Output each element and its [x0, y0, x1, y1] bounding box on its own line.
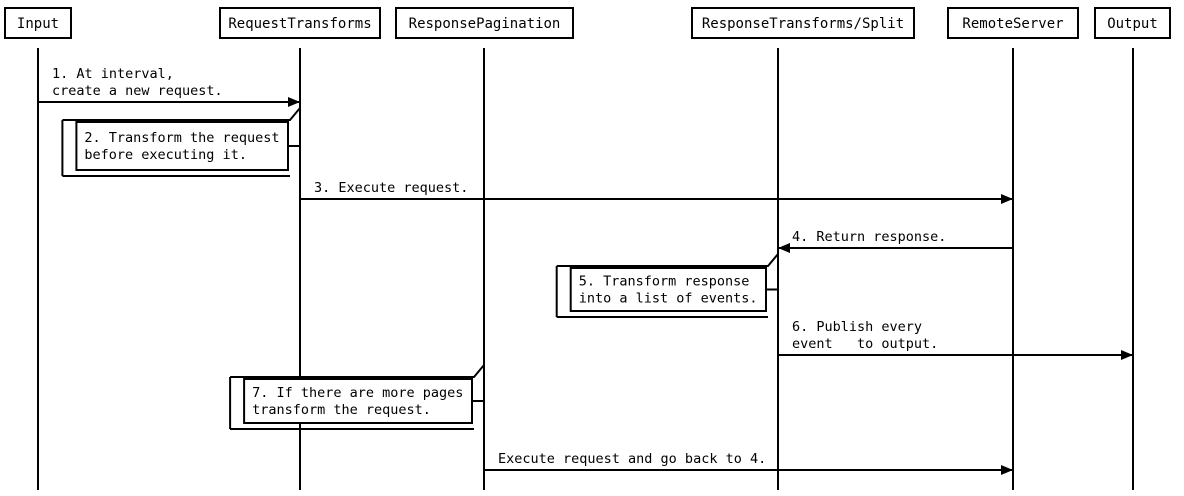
self-message-box-frame — [569, 267, 768, 312]
self-message-top-line — [62, 107, 301, 121]
message-text-line: 4. Return response. — [792, 229, 946, 245]
message-label: 1. At interval,create a new request. — [52, 66, 223, 99]
message-4[interactable]: 4. Return response. — [778, 229, 1013, 253]
self-message-top-line — [230, 364, 485, 378]
message-text-line: 3. Execute request. — [314, 180, 468, 196]
participant-request_transforms[interactable]: RequestTransforms — [219, 7, 381, 39]
participant-box-frame — [1094, 7, 1171, 39]
message-label: 3. Execute request. — [314, 180, 468, 196]
message-text-line: transform the request. — [252, 402, 431, 418]
message-label: Execute request and go back to 4. — [498, 451, 766, 467]
message-text-line: 6. Publish every — [792, 319, 922, 335]
message-text-line: 1. At interval, — [52, 66, 174, 82]
participant-box-frame — [395, 7, 574, 39]
participant-label: RemoteServer — [962, 16, 1063, 32]
self-message-box — [75, 121, 290, 171]
self-message-top-line — [556, 253, 779, 267]
participant-output[interactable]: Output — [1094, 7, 1171, 39]
participants-layer: Input RequestTransforms ResponsePagination… — [4, 7, 1171, 39]
message-text-line: event to output. — [792, 336, 938, 352]
participant-label: RequestTransforms — [228, 16, 371, 32]
participant-box-frame — [4, 7, 72, 39]
message-text-line: Execute request and go back to 4. — [498, 451, 766, 467]
message-text-line: 2. Transform the request — [84, 130, 279, 146]
participant-remote_server[interactable]: RemoteServer — [947, 7, 1079, 39]
self-message-box-frame — [243, 378, 473, 424]
messages-layer: 1. At interval,create a new request. 2. T… — [38, 66, 1133, 475]
participant-label: Input — [17, 16, 59, 32]
participant-label: Output — [1107, 16, 1158, 32]
message-1[interactable]: 1. At interval,create a new request. — [38, 66, 300, 107]
self-message-box — [569, 267, 768, 312]
message-text-line: 5. Transform response — [579, 274, 750, 290]
message-text-line: 7. If there are more pages — [252, 385, 463, 401]
message-3[interactable]: 3. Execute request. — [300, 180, 1013, 204]
message-text-line: into a list of events. — [579, 291, 758, 307]
self-message-box-frame — [75, 121, 290, 171]
message-text-line: before executing it. — [84, 147, 247, 163]
participant-input[interactable]: Input — [4, 7, 72, 39]
participant-label: ResponsePagination — [409, 16, 561, 32]
participant-box-frame — [947, 7, 1079, 39]
message-final[interactable]: Execute request and go back to 4. — [484, 451, 1013, 475]
participant-response_transforms_split[interactable]: ResponseTransforms/Split — [691, 7, 915, 39]
participant-label: ResponseTransforms/Split — [702, 16, 904, 32]
message-text-line: create a new request. — [52, 83, 223, 99]
participant-box-frame — [219, 7, 381, 39]
participant-box-frame — [691, 7, 915, 39]
lifelines-layer — [37, 48, 1134, 490]
message-label: 4. Return response. — [792, 229, 946, 245]
self-message-box — [243, 378, 473, 424]
participant-response_pagination[interactable]: ResponsePagination — [395, 7, 574, 39]
